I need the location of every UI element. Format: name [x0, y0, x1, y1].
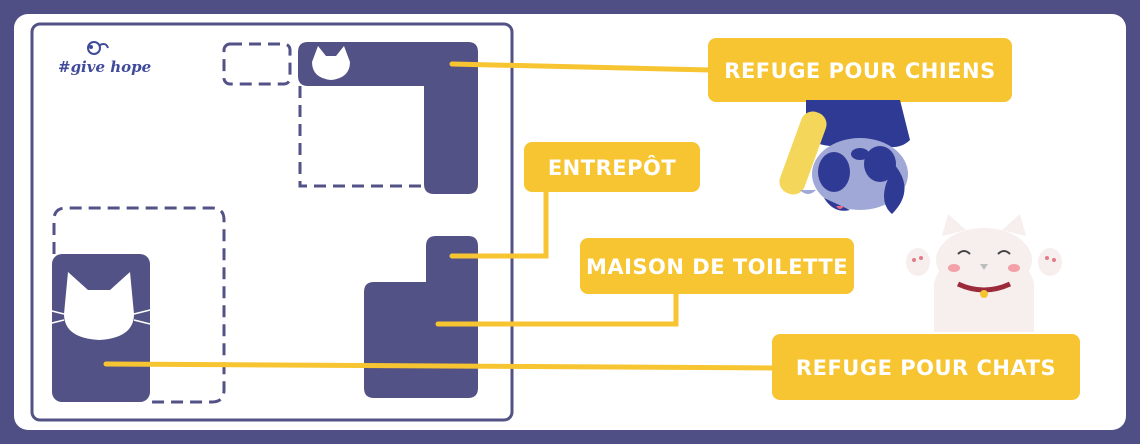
- label-grooming-house-text: MAISON DE TOILETTE: [586, 255, 848, 279]
- planned-area-left: [52, 206, 226, 404]
- dog-shelter-building: [298, 42, 478, 194]
- connector-cat-shelter: [103, 361, 777, 371]
- planned-area-top-l: [298, 86, 426, 188]
- dog-head-icon: [312, 46, 350, 80]
- connector-lines: [103, 61, 777, 371]
- label-cat-shelter: REFUGE POUR CHATS: [772, 334, 1080, 400]
- connector-dog-shelter: [449, 61, 713, 73]
- logo-text: #give hope: [58, 58, 151, 76]
- connector-warehouse: [449, 187, 549, 259]
- planned-area-top-small: [222, 42, 292, 86]
- label-grooming-house: MAISON DE TOILETTE: [580, 238, 854, 294]
- cat-head-icon: [47, 272, 151, 340]
- label-cat-shelter-text: REFUGE POUR CHATS: [796, 356, 1056, 380]
- label-warehouse-text: ENTREPÔT: [548, 155, 677, 180]
- label-warehouse: ENTREPÔT: [524, 142, 700, 192]
- map-diagram: #give hope REFUGE POUR CHIENS ENTREPÔT M…: [14, 14, 1126, 430]
- connector-grooming: [435, 277, 679, 327]
- site-boundary: [30, 22, 514, 422]
- give-hope-logo: #give hope: [58, 41, 151, 76]
- warehouse-grooming-building: [364, 236, 478, 398]
- cat-mascot-illustration: [906, 214, 1062, 332]
- dog-mascot-illustration: [779, 100, 910, 214]
- label-dog-shelter: REFUGE POUR CHIENS: [708, 38, 1012, 102]
- shelter-map-svg: #give hope REFUGE POUR CHIENS ENTREPÔT M…: [30, 22, 1080, 422]
- label-dog-shelter-text: REFUGE POUR CHIENS: [724, 59, 995, 83]
